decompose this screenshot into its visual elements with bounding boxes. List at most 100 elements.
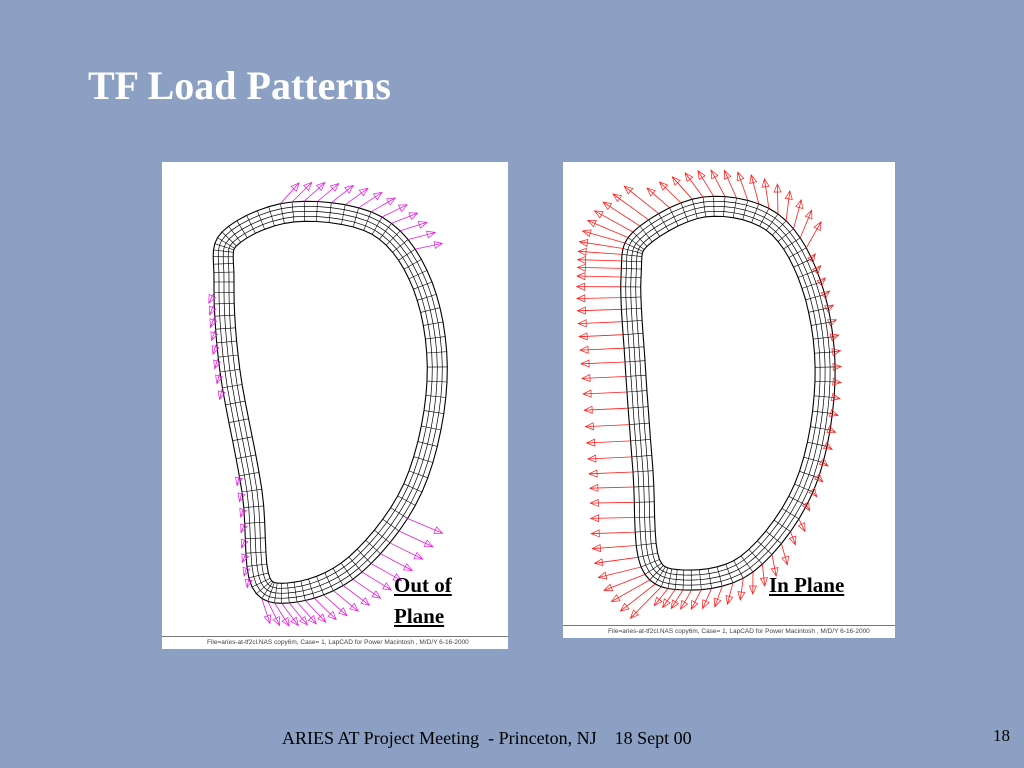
load-arrow-head [623, 185, 634, 195]
load-arrow-head [358, 187, 369, 197]
load-arrow-head [579, 345, 589, 354]
load-arrow-head [824, 304, 835, 313]
coil-mesh-rib [374, 529, 391, 544]
coil-mesh-rib [797, 269, 817, 278]
load-arrow-head [801, 501, 811, 512]
coil-mesh-rib [620, 296, 641, 298]
coil-mesh-rib [674, 569, 678, 590]
coil-mesh-rib [732, 197, 737, 218]
coil-mesh-rib [691, 199, 698, 219]
load-arrow [358, 192, 383, 209]
load-arrow [829, 429, 836, 433]
load-arrow-head [816, 277, 827, 287]
load-arrow-head [591, 544, 601, 553]
coil-mesh-rib [328, 202, 332, 223]
load-arrow [602, 201, 641, 227]
coil-mesh-rib [365, 539, 381, 554]
load-arrow [577, 259, 622, 262]
coil-mesh-rib [382, 518, 400, 532]
load-arrow-head [795, 198, 804, 209]
coil-mesh-rib [624, 242, 644, 252]
load-arrow [381, 204, 408, 218]
load-arrow-head [580, 359, 590, 368]
load-arrow [777, 183, 779, 215]
load-arrow-head [242, 566, 251, 577]
load-arrow [830, 319, 837, 323]
load-arrow [577, 267, 622, 269]
load-arrow-head [773, 183, 782, 193]
load-arrow [799, 210, 813, 239]
load-arrow-head [680, 599, 689, 610]
coil-mesh-rib [316, 201, 318, 222]
coil-mesh-rib [403, 483, 423, 493]
coil-mesh-rib [632, 231, 648, 247]
out-of-plane-figure: File=aries-at-tf2cl.NAS copy6m, Case= 1,… [162, 162, 508, 649]
load-arrow [659, 181, 682, 204]
load-arrow-head [804, 209, 813, 220]
coil-mesh-rib [667, 568, 673, 589]
coil-mesh-rib [215, 327, 236, 330]
load-arrow [790, 531, 796, 545]
load-arrow [333, 590, 359, 612]
in-plane-figure: File=aries-at-tf2cl.NAS copy6m, Case= 1,… [563, 162, 895, 638]
load-arrow-head [317, 613, 327, 623]
load-arrow [591, 531, 636, 535]
load-arrow [834, 381, 842, 383]
coil-mesh-rib [783, 237, 801, 250]
load-arrow-head [241, 553, 250, 564]
load-arrow-head [697, 169, 706, 180]
coil-mesh-rib [413, 456, 433, 463]
load-arrow-head [588, 469, 598, 478]
coil-mesh-rib [423, 410, 444, 414]
coil-mesh-rib [397, 495, 416, 506]
coil-mesh-rib [772, 220, 787, 236]
coil-mesh-rib [680, 202, 689, 222]
load-arrow-head [576, 263, 586, 272]
load-arrow [578, 250, 623, 255]
load-arrow-head [208, 294, 217, 305]
load-arrow [762, 564, 766, 587]
load-arrow-head [433, 526, 444, 534]
load-arrow-head [831, 348, 842, 357]
load-arrow [806, 505, 811, 511]
coil-mesh-rib [627, 237, 645, 250]
load-arrow [672, 176, 693, 200]
coil-mesh-rib [635, 530, 656, 533]
load-arrow-head [736, 171, 745, 182]
coil-mesh-rib [759, 208, 770, 227]
coil-mesh-rib [256, 580, 272, 594]
load-arrow-head [589, 498, 599, 507]
load-arrow-head [402, 563, 413, 571]
load-arrow-head [584, 422, 594, 431]
load-arrow [771, 554, 777, 577]
load-arrow-head [602, 201, 613, 211]
load-arrow-head [581, 229, 592, 238]
coil-mesh-rib [624, 360, 646, 363]
load-arrow-head [329, 182, 340, 192]
load-arrow [240, 507, 245, 518]
load-arrow [594, 210, 634, 233]
coil-mesh-rib [353, 207, 359, 228]
load-arrow-head [593, 210, 604, 219]
load-arrow-head [338, 607, 348, 617]
load-arrow [267, 601, 281, 626]
load-arrow [589, 486, 634, 489]
load-arrow [586, 440, 631, 444]
load-arrow [579, 334, 624, 338]
load-arrow-head [315, 181, 326, 192]
load-arrow [590, 501, 635, 504]
load-arrow [811, 253, 816, 260]
load-arrow-head [244, 578, 253, 589]
load-arrow-head [290, 616, 299, 627]
load-arrow-head [344, 184, 354, 194]
load-arrow-head [392, 573, 403, 582]
load-arrow [832, 334, 839, 338]
coil-mesh-rib [814, 351, 835, 354]
coil-mesh-rib [426, 351, 447, 354]
load-arrow-head [829, 333, 840, 342]
in-plane-label: In Plane [769, 573, 845, 597]
coil-mesh-ring [212, 200, 448, 604]
coil-mesh-rib [801, 281, 822, 289]
load-arrow [415, 243, 443, 250]
load-arrow [291, 182, 313, 203]
